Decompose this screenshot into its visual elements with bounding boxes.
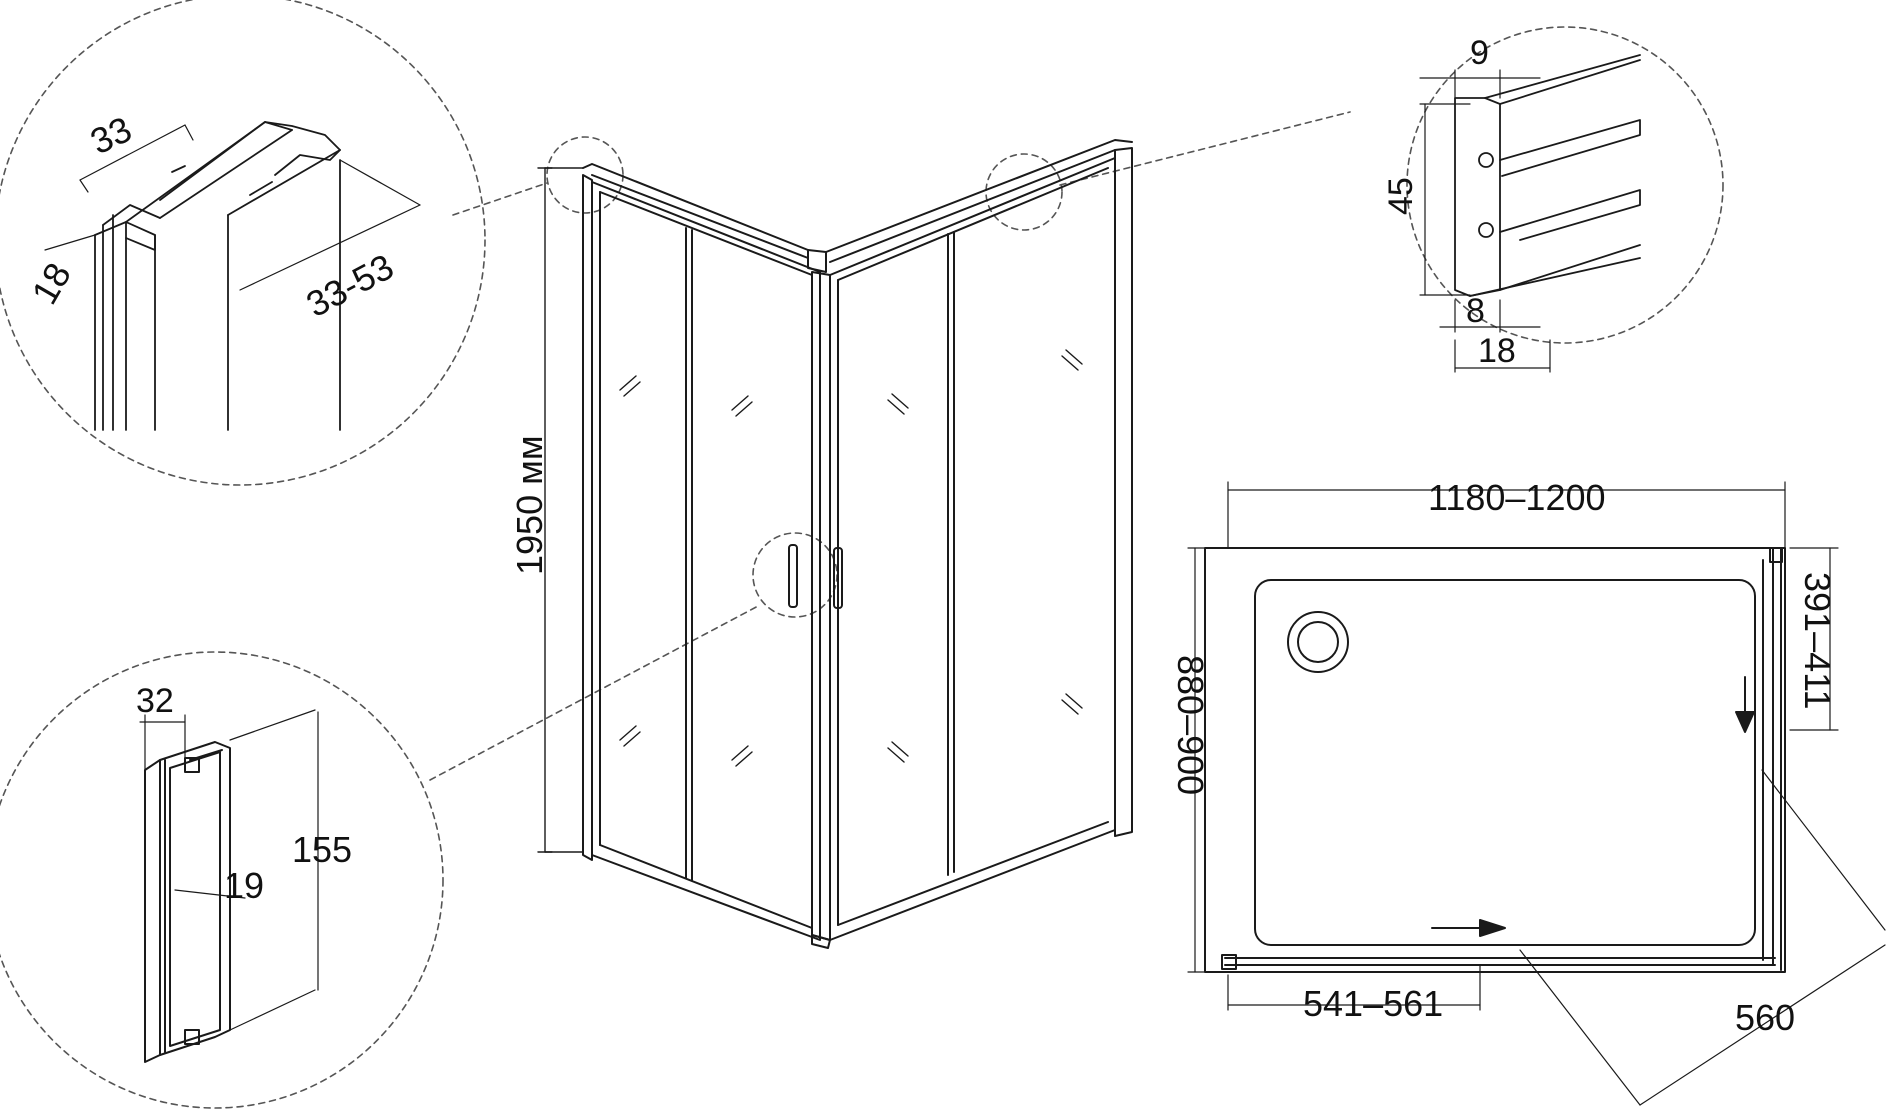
plan-arrows [1431, 676, 1755, 937]
leader-profile [452, 182, 548, 216]
side-door-label: 391–411 [1797, 572, 1838, 709]
rail-detail-circle [1406, 26, 1724, 344]
handle-width-label: 32 [136, 682, 174, 720]
handle-drawing [144, 741, 231, 1063]
handle-depth-label: 19 [224, 865, 264, 906]
plan-dimensions [1187, 481, 1886, 1106]
handle-dimensions [139, 709, 319, 1031]
leader-rail [1059, 111, 1351, 186]
height-label: 1950 мм [509, 435, 550, 575]
shower-enclosure [582, 139, 1133, 949]
height-dimension [537, 167, 584, 853]
rail-inner-label: 8 [1466, 292, 1485, 330]
handle-length-label: 155 [292, 829, 352, 870]
rail-dimensions [1419, 69, 1551, 373]
drain-icon [1287, 611, 1349, 673]
rail-top-label: 9 [1470, 34, 1489, 72]
front-door-label: 541–561 [1303, 983, 1443, 1024]
profile-dimensions [44, 124, 421, 291]
profile-depth-label: 18 [23, 256, 79, 311]
side-panel-label: 560 [1735, 997, 1795, 1038]
callout-top-left [546, 136, 624, 214]
rail-outer-label: 18 [1478, 332, 1516, 370]
handle-detail-circle [0, 651, 444, 1109]
profile-detail-circle [0, 0, 486, 486]
plan-view [1204, 547, 1786, 973]
callout-top-right [985, 153, 1063, 231]
wall-profile-drawing [94, 121, 341, 431]
rail-height-label: 45 [1382, 177, 1420, 215]
profile-adjust-label: 33-53 [300, 246, 401, 325]
leader-handle [429, 604, 761, 781]
top-rail-drawing [1454, 54, 1641, 297]
plan-width-label: 1180–1200 [1428, 477, 1606, 518]
plan-depth-label: 880–900 [1170, 655, 1211, 795]
